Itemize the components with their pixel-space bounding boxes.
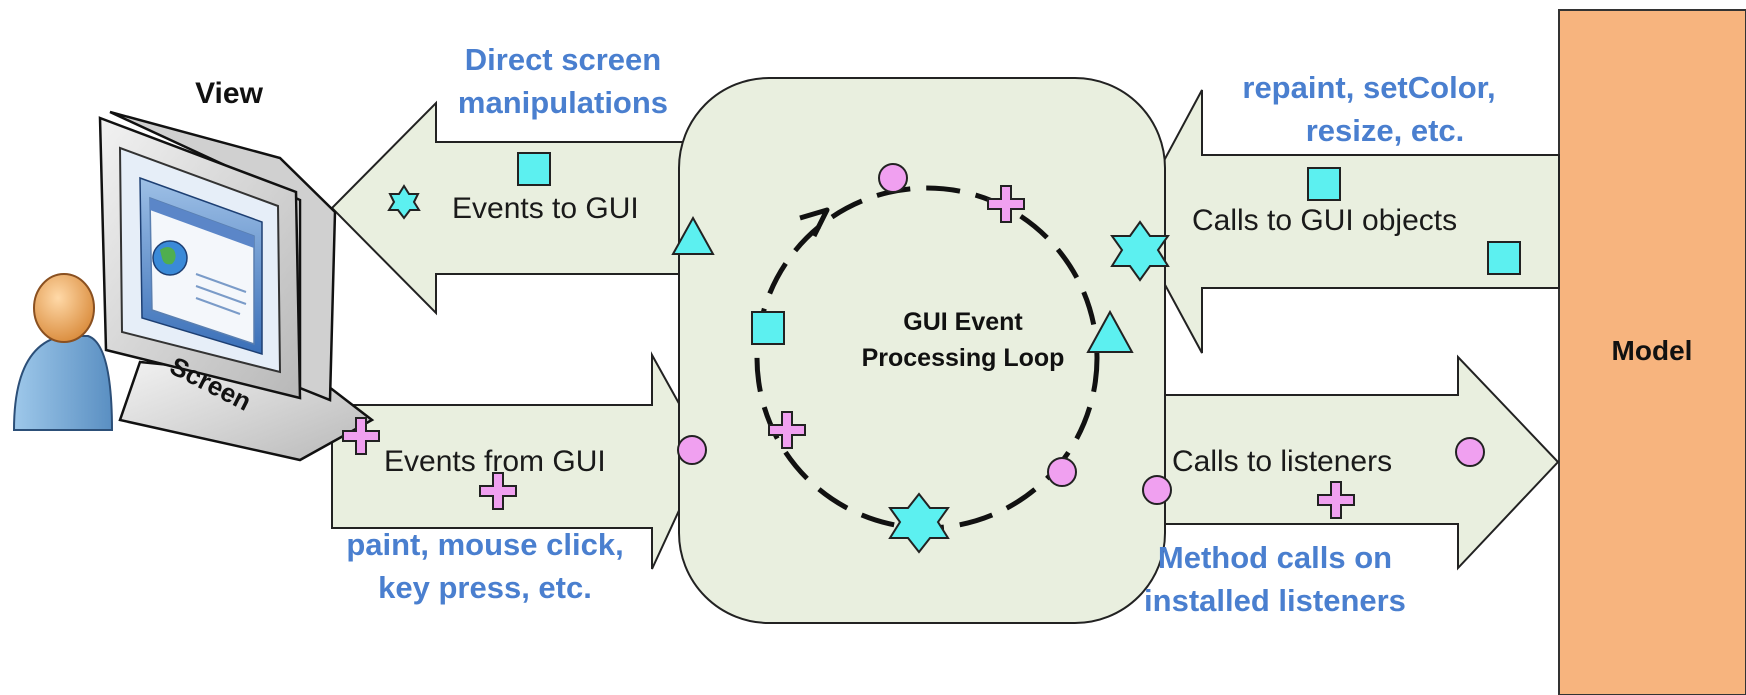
direct-screen-line1: Direct screen [465, 42, 661, 77]
plus-token [479, 472, 517, 510]
event-loop-box [678, 77, 1166, 624]
events-to-gui-label: Events to GUI [452, 192, 639, 225]
circle-token [677, 435, 707, 465]
plus-token [1317, 481, 1355, 519]
loop-arrowhead [799, 207, 830, 238]
circle-token [1142, 475, 1172, 505]
triangle-token [671, 215, 715, 255]
plus-token [768, 411, 806, 449]
plus-token [987, 185, 1025, 223]
direct-screen-line2: manipulations [458, 85, 668, 120]
arrow-calls-to-listeners [1139, 354, 1560, 571]
view-label: View [195, 77, 263, 110]
square-token [751, 311, 785, 345]
method-calls-line1: Method calls on [1158, 540, 1392, 575]
paint-click-line1: paint, mouse click, [346, 527, 623, 562]
calls-to-gui-objects-label: Calls to GUI objects [1192, 204, 1457, 237]
star-token [888, 492, 950, 554]
calls-to-listeners-label: Calls to listeners [1172, 445, 1392, 478]
monitor-icon [98, 110, 375, 462]
arrow-calls-to-gui-objects [1129, 89, 1560, 354]
plus-token [342, 417, 380, 455]
model-label: Model [1612, 335, 1693, 366]
arrow-events-to-gui [330, 100, 701, 316]
paint-click-line2: key press, etc. [378, 570, 592, 605]
circle-token [878, 163, 908, 193]
repaint-line2: resize, etc. [1306, 113, 1465, 148]
user-icon [12, 273, 114, 431]
method-calls-line2: installed listeners [1144, 583, 1406, 618]
loop-label-line2: Processing Loop [862, 344, 1065, 372]
star-token [387, 184, 421, 220]
triangle-token [1086, 309, 1134, 353]
square-token [1487, 241, 1521, 275]
loop-label-line1: GUI Event [903, 308, 1023, 336]
star-token [1110, 220, 1170, 282]
circle-token [1047, 457, 1077, 487]
model-box [1558, 9, 1746, 695]
square-token [517, 152, 551, 186]
square-token [1307, 167, 1341, 201]
repaint-line1: repaint, setColor, [1242, 70, 1495, 105]
circle-token [1455, 437, 1485, 467]
